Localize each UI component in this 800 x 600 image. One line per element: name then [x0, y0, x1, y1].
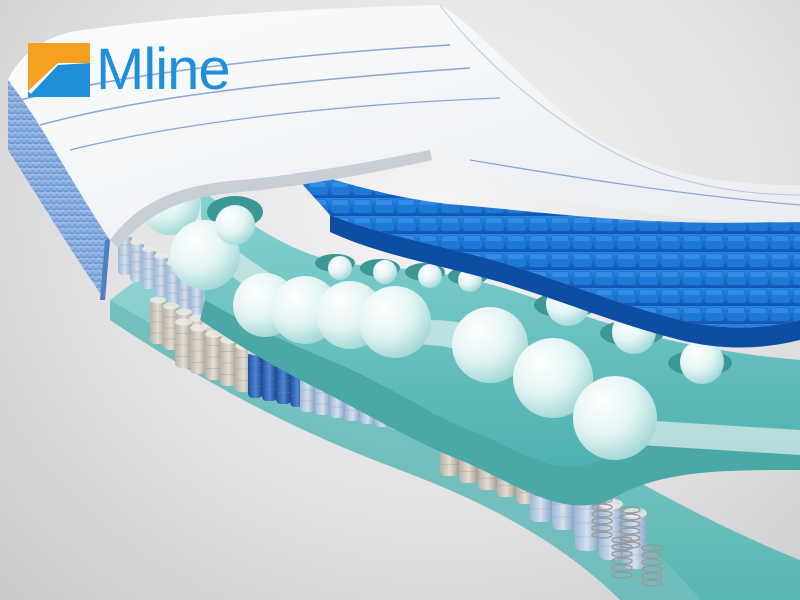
support-sphere [573, 376, 657, 460]
support-sphere [359, 286, 431, 358]
spring-pocket [190, 324, 207, 374]
brand-logo: Mline [28, 37, 231, 102]
support-sphere [513, 338, 593, 418]
support-spheres [140, 148, 724, 460]
spring-pocket [175, 318, 192, 368]
spring-pocket [142, 245, 156, 289]
spring-pocket [130, 238, 144, 282]
support-sphere [215, 205, 255, 245]
brand-mark-icon [28, 43, 90, 97]
spring-pocket [154, 252, 168, 296]
support-sphere [418, 264, 442, 288]
support-sphere [680, 340, 724, 384]
spring-pocket [150, 296, 166, 344]
brand-name: Mline [96, 37, 231, 102]
support-sphere [373, 260, 397, 284]
blue-comfort-foam [285, 165, 800, 328]
coil-spring [641, 544, 663, 587]
spring-pocket [205, 330, 222, 380]
coil-spring [611, 536, 633, 579]
coil-spring [619, 506, 641, 549]
support-sphere [452, 307, 528, 383]
mattress-cover-side [8, 80, 110, 300]
support-sphere [328, 256, 352, 280]
spring-pocket [220, 336, 237, 386]
